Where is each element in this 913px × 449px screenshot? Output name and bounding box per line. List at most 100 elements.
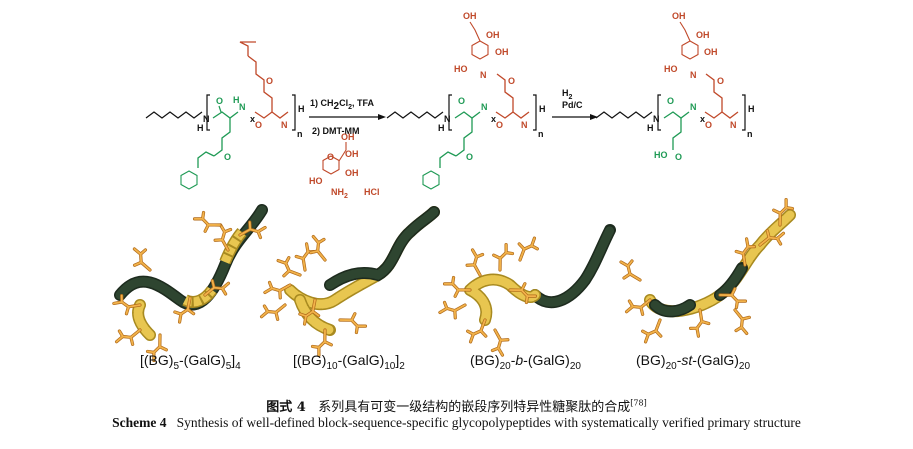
p2-s2: 10 [384,361,396,372]
caption-cn-label: 图式 4 [266,400,306,415]
atom-ho-acid-3: HO [654,150,668,160]
p1-pre: [(BG) [140,352,173,368]
atom-n-green-2: N [481,102,488,112]
reaction-step-1: 1) CH2Cl2, TFA 2) DMT-MM OH OH OH HO NH2… [309,98,386,200]
reagent-h-sub: 2 [569,94,573,101]
atom-o-red: O [255,120,262,130]
oh-3b: OH [696,30,710,40]
p2-pre: [(BG) [293,352,326,368]
caption-en-label: Scheme 4 [112,415,167,430]
oh-3a: OH [672,11,686,21]
atom-h-green: H [233,95,240,105]
atom-nh-amide-3: N [690,70,697,80]
structure-2-intermediate: N H n H O N O x O N O N OH OH OH HO [386,11,546,190]
oh-3c: OH [704,47,718,57]
atom-h: H [197,123,204,133]
atom-o-green-2: O [458,96,465,106]
end-h-2: H [539,104,546,114]
oh-2c: OH [495,47,509,57]
reagent-ch: 1) CH [310,98,334,108]
sugar-nh: NH [331,187,344,197]
reagent-h: H [562,88,569,98]
reagent-sub2: 2 [348,104,352,111]
reagent-cl: Cl [339,98,348,108]
caption-en-text: Synthesis of well-defined block-sequence… [176,415,801,430]
atom-o-green-3: O [667,96,674,106]
atom-o-ester-2: O [466,152,473,162]
polymer-label-1: [(BG)5-(GalG)5]4 [140,352,241,372]
p2-s3: 2 [399,361,405,372]
atom-o-tbu: O [266,76,273,86]
subscript-x-3: x [700,114,705,124]
polymer-cartoon-3 [437,224,616,358]
subscript-n: n [297,129,303,139]
sugar-oh-2: OH [345,149,359,159]
subscript-x-2: x [491,114,496,124]
atom-nh-amide-2: N [480,70,487,80]
svg-text:H2: H2 [562,88,573,101]
atom-n-green-3: N [690,102,697,112]
p3-mid2: -(GalG) [523,352,570,368]
caption-cn-text: 系列具有可变一级结构的嵌段序列特异性糖聚肽的合成 [318,400,631,415]
atom-o-red-2: O [496,120,503,130]
sugar-hcl: HCl [364,187,380,197]
p3-mid: - [511,352,516,368]
polymer-cartoon-4 [619,197,799,344]
sugar-oh-3: OH [345,168,359,178]
p1-s1: 5 [173,361,179,372]
reaction-step-2: H2 Pd/C [552,88,598,120]
atom-h-2: H [438,123,445,133]
atom-n-2: N [444,114,451,124]
p2-mid: -(GalG) [338,352,385,368]
subscript-n-3: n [747,129,753,139]
end-h: H [298,104,305,114]
sugar-oh-1: OH [341,132,355,142]
oh-2a: OH [463,11,477,21]
p2-post: ] [395,352,399,368]
structure-1-monomer: N H n H O N H O x O N O [145,41,305,190]
ho-2: HO [454,64,468,74]
end-h-3: H [748,104,755,114]
atom-o-red-3: O [705,120,712,130]
caption-chinese: 图式 4 系列具有可变一级结构的嵌段序列特异性糖聚肽的合成[78] [0,396,913,415]
oh-2b: OH [486,30,500,40]
p3-s2: 20 [570,361,582,372]
polymer-label-2: [(BG)10-(GalG)10]2 [293,352,405,372]
atom-o-acid-3: O [675,152,682,162]
p3-pre: (BG) [470,352,500,368]
p3-it: b [515,352,523,368]
p1-s2: 5 [226,361,232,372]
atom-n-red-3: N [730,120,737,130]
p1-mid: -(GalG) [179,352,226,368]
sugar-nh-sub: 2 [344,193,348,200]
atom-n-red: N [281,120,288,130]
sugar-ring-o: O [327,152,334,162]
atom-n: N [203,114,210,124]
atom-n-red-2: N [521,120,528,130]
p1-s3: 4 [235,361,241,372]
sugar-ho: HO [309,176,323,186]
reagent-tfa: , TFA [352,98,374,108]
atom-o-amide-2: O [508,76,515,86]
polymer-cartoon-2 [259,206,440,358]
caption-cn-ref: [78] [630,398,647,408]
atom-n-3: N [653,114,660,124]
p4-it: st [681,352,693,368]
atom-n-green: N [239,102,246,112]
p4-s1: 20 [666,361,678,372]
atom-h-3: H [647,123,654,133]
p3-s1: 20 [500,361,512,372]
reagent-dmtmm: 2) DMT-MM [312,126,360,136]
atom-o-amide-3: O [717,76,724,86]
ho-3: HO [664,64,678,74]
reagent-pdc: Pd/C [562,100,583,110]
p4-s2: 20 [739,361,751,372]
svg-text:1) CH2Cl2, TFA: 1) CH2Cl2, TFA [310,98,374,112]
p1-post: ] [231,352,235,368]
p4-pre: (BG) [636,352,666,368]
p2-s1: 10 [326,361,338,372]
p4-mid2: -(GalG) [692,352,739,368]
subscript-x: x [250,114,255,124]
atom-o-ester: O [224,152,231,162]
